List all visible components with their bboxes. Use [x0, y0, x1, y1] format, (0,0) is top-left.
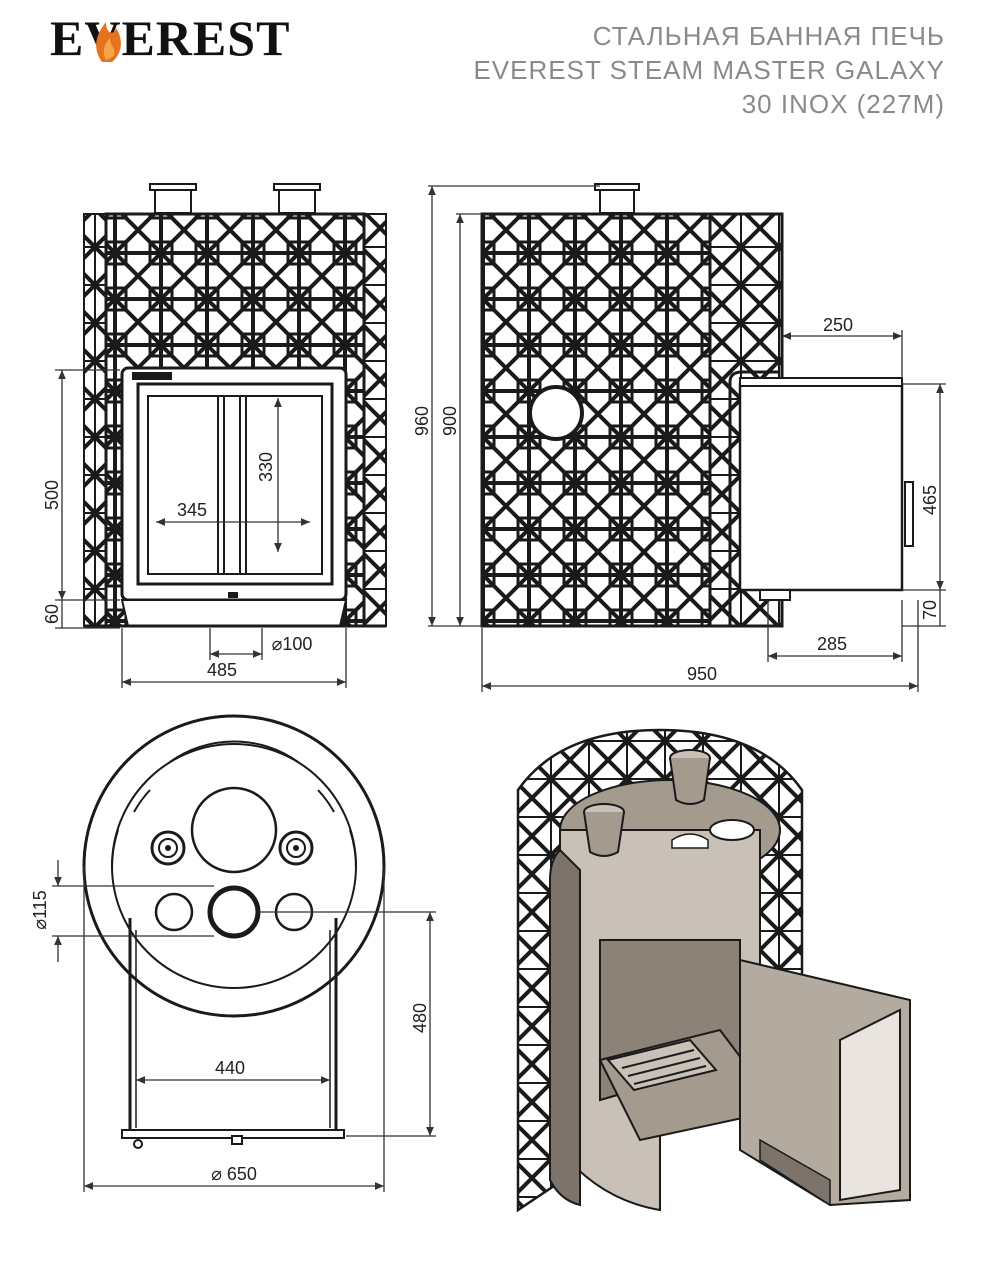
- side-lattice-left: [83, 213, 107, 627]
- flame-icon: [96, 22, 121, 62]
- dim-tank-offset: 250: [823, 315, 853, 335]
- side-lattice: [480, 212, 712, 628]
- door-handle-left: [217, 395, 225, 575]
- chimney-right-cap: [273, 183, 321, 191]
- side-lattice-right: [363, 213, 387, 627]
- logo-text: EVEREST: [50, 10, 291, 66]
- cutaway-tank-inner: [839, 1008, 901, 1202]
- door-label-plate: [132, 372, 172, 380]
- cutaway-chimney-right-icon: [669, 749, 711, 805]
- dim-glass-height: 330: [256, 452, 276, 482]
- dim-leg-spacing: 440: [215, 1058, 245, 1078]
- top-chimney-hole: [190, 786, 278, 874]
- cutaway-chimney-left-icon: [583, 803, 625, 857]
- title-line-3: 30 INOX (227M): [741, 89, 945, 119]
- dim-total-length: 950: [687, 664, 717, 684]
- dim-flue: ⌀100: [272, 634, 313, 654]
- dim-tank-base: 70: [920, 600, 940, 620]
- dim-front-width: 485: [207, 660, 237, 680]
- door-handle-right: [239, 395, 247, 575]
- dim-body-height: 900: [440, 406, 460, 436]
- dim-tank-height: 465: [920, 485, 940, 515]
- dim-depth: 480: [410, 1003, 430, 1033]
- cutaway-outer-wall: [549, 848, 581, 1207]
- cutaway-hole: [709, 819, 755, 841]
- dim-base-height: 60: [42, 604, 62, 624]
- top-hole-center: [207, 885, 261, 939]
- tank-tap: [904, 481, 914, 547]
- dim-hole: ⌀115: [30, 890, 50, 930]
- door-glass: [147, 395, 323, 575]
- front-view: 500 60 330 345 ⌀100 485: [42, 183, 387, 688]
- side-view: 960 900 250 465 70 285 950: [412, 183, 946, 692]
- top-view: ⌀115 480 440 ⌀ 650: [30, 714, 436, 1192]
- everest-logo: EVEREST: [50, 8, 330, 68]
- dim-diameter: ⌀ 650: [211, 1164, 257, 1184]
- dim-tank-depth: 285: [817, 634, 847, 654]
- dim-glass-width: 345: [177, 500, 207, 520]
- top-hole-left: [154, 892, 194, 932]
- title-line-2: EVEREST STEAM MASTER GALAXY: [473, 55, 945, 85]
- ash-pan-knob: [228, 592, 238, 598]
- tank-lid: [739, 377, 903, 387]
- top-stone-right-icon: [278, 830, 314, 866]
- dim-total-height: 960: [412, 406, 432, 436]
- dim-door-height: 500: [42, 480, 62, 510]
- ash-pan: [120, 599, 348, 627]
- cutaway-3d-view: [516, 728, 911, 1213]
- top-stone-left-icon: [150, 830, 186, 866]
- tank-foot: [759, 589, 791, 601]
- water-tank: [738, 382, 904, 592]
- side-chimney-cap: [594, 183, 640, 191]
- title-line-1: СТАЛЬНАЯ БАННАЯ ПЕЧЬ: [592, 21, 945, 51]
- grate-icon: [606, 1038, 718, 1092]
- chimney-left-cap: [149, 183, 197, 191]
- side-medallion: [528, 385, 584, 441]
